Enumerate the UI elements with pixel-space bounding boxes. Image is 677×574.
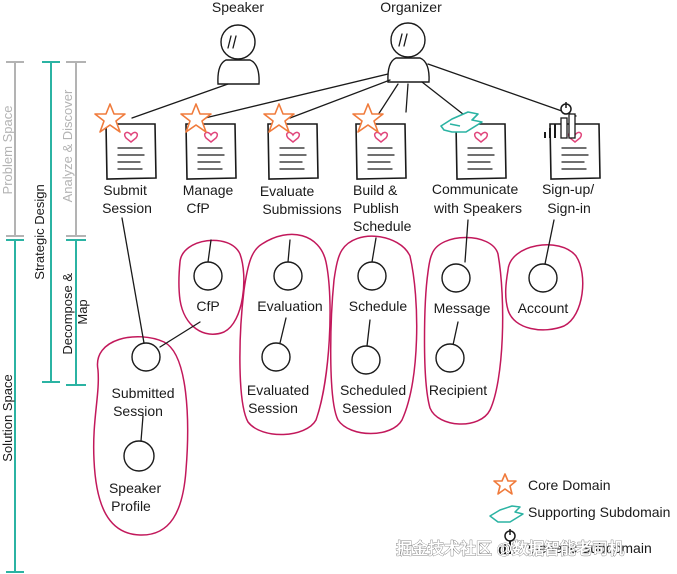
supporting-handshake-icon bbox=[440, 111, 483, 133]
capability-label-line: Publish bbox=[353, 200, 399, 216]
entity-label-cfp: CfP bbox=[196, 298, 219, 314]
capability-build-publish-schedule bbox=[355, 123, 407, 180]
side-brackets bbox=[6, 61, 86, 573]
capability-label: Build & Publish Schedule bbox=[353, 182, 412, 234]
legend: Core Domain Supporting Subdomain Generic… bbox=[489, 473, 670, 556]
generic-power-bars-icon bbox=[544, 102, 576, 139]
speaker-actor: Speaker bbox=[212, 0, 264, 85]
legend-generic-label: Generic Subdomain bbox=[528, 540, 652, 556]
entity-node-speaker-profile bbox=[123, 440, 155, 472]
capability-label: Sign-up/ Sign-in bbox=[542, 181, 598, 216]
entity-node-evaluation bbox=[273, 261, 303, 291]
problem-space-label: Problem Space bbox=[0, 106, 15, 195]
legend-core-label: Core Domain bbox=[528, 477, 610, 493]
entity-node-evaluated-session bbox=[261, 342, 291, 372]
capability-label-line: Submissions bbox=[262, 201, 341, 217]
capability-label-line: Session bbox=[102, 200, 152, 216]
capability-label-line: Sign-up/ bbox=[542, 181, 594, 197]
capability-label-line: Communicate bbox=[432, 181, 519, 197]
bounded-context-identity bbox=[504, 244, 584, 331]
entity-label-line: Profile bbox=[111, 498, 151, 514]
entity-label-evaluation: Evaluation bbox=[257, 298, 322, 314]
entity-label-submitted-session: Submitted Session bbox=[112, 385, 179, 419]
entity-links bbox=[121, 217, 555, 442]
core-star-icon bbox=[94, 103, 126, 133]
core-star-icon bbox=[180, 103, 212, 133]
analyze-discover-label: Analyze & Discover bbox=[60, 89, 75, 202]
core-star-icon bbox=[263, 103, 295, 133]
entity-label-line: Session bbox=[113, 403, 163, 419]
bounded-context-scheduling bbox=[330, 235, 418, 435]
capability-label-line: with Speakers bbox=[433, 200, 522, 216]
legend-generic-power-icon bbox=[499, 529, 516, 554]
capability-label: Evaluate Submissions bbox=[260, 183, 342, 217]
capability-submit-session bbox=[105, 123, 157, 180]
capability-label: Communicate with Speakers bbox=[432, 181, 522, 216]
watermark: 掘金技术社区 @数据智能老司机 bbox=[396, 539, 624, 558]
entity-label-scheduled-session: Scheduled Session bbox=[340, 382, 410, 416]
entity-node-recipient bbox=[435, 343, 465, 373]
capability-evaluate-submissions bbox=[267, 123, 319, 180]
decompose-map-line2: Map bbox=[75, 299, 90, 324]
legend-supporting-handshake-icon bbox=[489, 505, 524, 523]
capability-label-line: Schedule bbox=[353, 218, 412, 234]
entity-label-line: Speaker bbox=[109, 480, 161, 496]
entity-label-recipient: Recipient bbox=[429, 382, 487, 398]
entity-node-cfp bbox=[193, 261, 223, 291]
entity-label-line: Submitted bbox=[112, 385, 175, 401]
capability-label: Submit Session bbox=[102, 182, 152, 216]
capability-label-line: CfP bbox=[186, 200, 209, 216]
capability-label-line: Evaluate bbox=[260, 183, 315, 199]
bounded-context-messaging bbox=[423, 236, 504, 425]
capability-label-line: Build & bbox=[353, 182, 398, 198]
decompose-map-label: Decompose & Map bbox=[60, 269, 90, 354]
organizer-actor: Organizer bbox=[380, 0, 442, 83]
capability-label: Manage CfP bbox=[183, 182, 237, 216]
entity-node-message bbox=[441, 263, 471, 293]
entity-label-line: Session bbox=[342, 400, 392, 416]
entity-node-scheduled-session bbox=[351, 345, 381, 375]
entity-node-schedule bbox=[357, 261, 387, 291]
entity-label-message: Message bbox=[434, 300, 491, 316]
entity-label-line: Scheduled bbox=[340, 382, 406, 398]
capability-label-line: Sign-in bbox=[547, 200, 591, 216]
entity-label-line: Session bbox=[248, 400, 298, 416]
organizer-label: Organizer bbox=[380, 0, 442, 15]
capability-label-line: Submit bbox=[103, 182, 147, 198]
strategic-design-label: Strategic Design bbox=[32, 184, 47, 279]
legend-supporting-label: Supporting Subdomain bbox=[528, 504, 670, 520]
solution-space-label: Solution Space bbox=[0, 374, 15, 461]
entity-node-account bbox=[528, 263, 558, 293]
actor-links bbox=[131, 63, 577, 119]
entity-node-submitted-session bbox=[131, 342, 161, 372]
core-star-icon bbox=[352, 103, 384, 133]
bounded-context-submission bbox=[92, 335, 189, 536]
bounded-context-cfp bbox=[178, 239, 245, 335]
decompose-map-line1: Decompose & bbox=[60, 273, 75, 355]
capability-communicate-with-speakers bbox=[455, 123, 507, 180]
entity-label-evaluated-session: Evaluated Session bbox=[247, 382, 313, 416]
capability-manage-cfp bbox=[185, 123, 237, 180]
entity-label-speaker-profile: Speaker Profile bbox=[109, 480, 165, 514]
legend-core-star-icon bbox=[493, 473, 517, 495]
entity-label-line: Evaluated bbox=[247, 382, 309, 398]
entity-label-schedule: Schedule bbox=[349, 298, 408, 314]
entity-label-account: Account bbox=[518, 300, 569, 316]
capability-label-line: Manage bbox=[183, 182, 234, 198]
speaker-label: Speaker bbox=[212, 0, 264, 15]
bounded-context-evaluation bbox=[239, 233, 331, 436]
